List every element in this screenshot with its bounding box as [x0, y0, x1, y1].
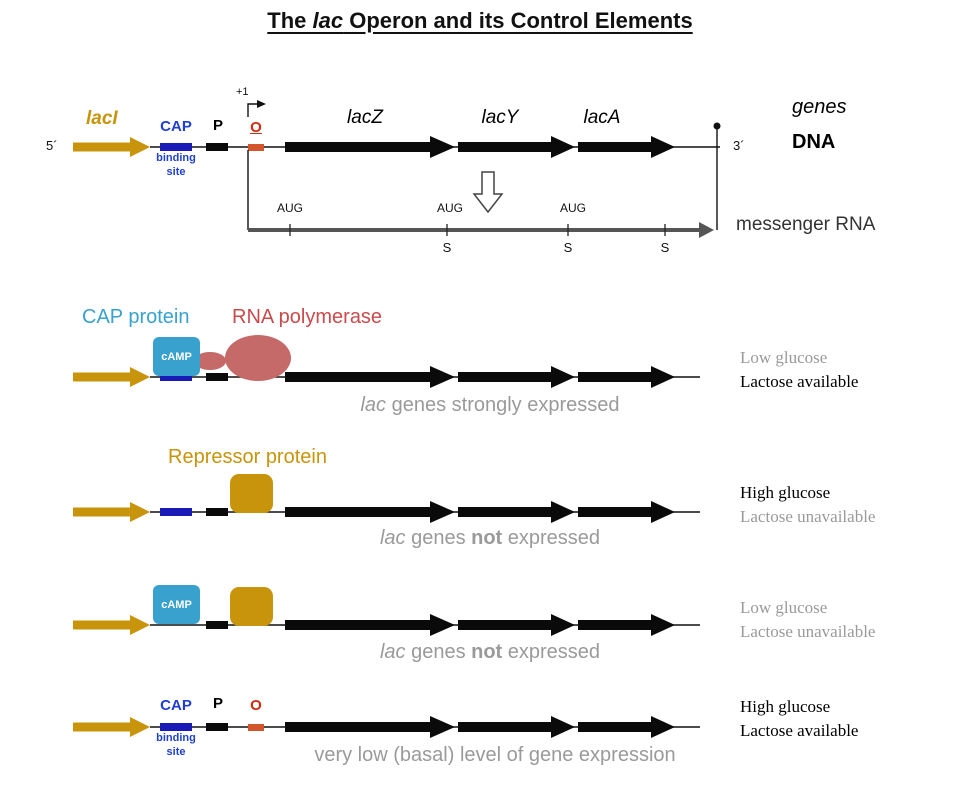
caption-end: expressed — [502, 641, 601, 663]
stop-codon-2: S — [563, 240, 573, 255]
binding-word: binding — [156, 732, 196, 744]
caption-rest: genes strongly expressed — [386, 394, 620, 416]
title-post: Operon and its Control Elements — [343, 8, 693, 33]
promoter-label: P — [212, 117, 223, 134]
messenger-rna-label: messenger RNA — [736, 214, 876, 235]
cap-label: CAP — [160, 118, 192, 135]
mrna-arrowhead — [699, 222, 714, 238]
laci-gene-label: lacI — [86, 108, 118, 129]
cap-protein-label: CAP protein — [82, 306, 190, 328]
scenario1-shapes — [73, 335, 700, 388]
glucose-condition: High glucose — [740, 483, 831, 502]
scenario4-caption: very low (basal) level of gene expressio… — [314, 744, 676, 766]
glucose-condition: High glucose — [740, 697, 831, 716]
dna-map-shapes — [73, 100, 721, 238]
scenario3-caption: lac genes not expressed — [220, 641, 760, 664]
scenario1-caption: lac genes strongly expressed — [220, 394, 760, 417]
repressor-protein-box — [230, 587, 273, 626]
camp-cap-box: cAMP — [153, 585, 200, 624]
promoter-label: P — [212, 695, 223, 712]
rna-polymerase-label: RNA polymerase — [232, 306, 383, 328]
binding-word: binding — [156, 152, 196, 164]
stop-codon-1: S — [442, 240, 452, 255]
polymerase-tail — [194, 352, 226, 370]
five-prime-label: 5´ — [46, 138, 58, 153]
scenario4-shapes — [73, 716, 700, 738]
cap-label: CAP — [160, 697, 192, 714]
repressor-protein-box — [230, 474, 273, 513]
lactose-condition: Lactose unavailable — [740, 507, 876, 526]
camp-label: cAMP — [161, 350, 192, 363]
cap-binding-site-label: binding site — [150, 731, 202, 759]
lactose-condition: Lactose available — [740, 372, 859, 391]
lacy-label: lacY — [481, 107, 519, 128]
glucose-condition: Low glucose — [740, 598, 828, 617]
scenario2-caption: lac genes not expressed — [220, 527, 760, 550]
lactose-condition: Lactose available — [740, 721, 859, 740]
caption-not-bold: not — [471, 527, 503, 549]
aug-start-codon-2: AUG — [436, 201, 463, 215]
caption-lac-italic: lac — [379, 527, 406, 549]
caption-lac-italic: lac — [360, 394, 387, 416]
operator-label: O — [250, 697, 262, 714]
lacz-label: lacZ — [347, 107, 383, 128]
caption-end: expressed — [502, 527, 601, 549]
title-italic-lac: lac — [312, 8, 344, 33]
cap-binding-site-label: binding site — [150, 151, 202, 179]
plus-one-arrow — [247, 103, 258, 117]
caption-mid: genes — [405, 527, 472, 549]
rna-polymerase-blob — [225, 335, 291, 381]
three-prime-label: 3´ — [733, 138, 745, 153]
site-word: site — [166, 166, 186, 178]
laca-label: lacA — [583, 107, 621, 128]
scenario3-shapes — [73, 587, 700, 636]
stop-codon-3: S — [660, 240, 670, 255]
site-word: site — [166, 746, 186, 758]
page-title: The lac Operon and its Control Elements — [0, 8, 960, 34]
aug-start-codon-3: AUG — [559, 201, 586, 215]
title-pre: The — [267, 8, 313, 33]
scenario2-shapes — [73, 474, 700, 523]
caption-lac-italic: lac — [379, 641, 406, 663]
transcription-down-arrow — [472, 171, 504, 214]
camp-cap-box: cAMP — [153, 337, 200, 376]
operator-label: O — [250, 119, 262, 136]
aug-start-codon-1: AUG — [276, 201, 303, 215]
lactose-condition: Lactose unavailable — [740, 622, 876, 641]
camp-label: cAMP — [161, 598, 192, 611]
terminator-dot — [713, 122, 721, 130]
caption-mid: genes — [405, 641, 472, 663]
caption-not-bold: not — [471, 641, 503, 663]
plus-one-label: +1 — [236, 86, 249, 98]
genes-label: genes — [792, 96, 847, 118]
glucose-condition: Low glucose — [740, 348, 828, 367]
repressor-protein-label: Repressor protein — [168, 446, 327, 468]
dna-label: DNA — [792, 131, 836, 153]
